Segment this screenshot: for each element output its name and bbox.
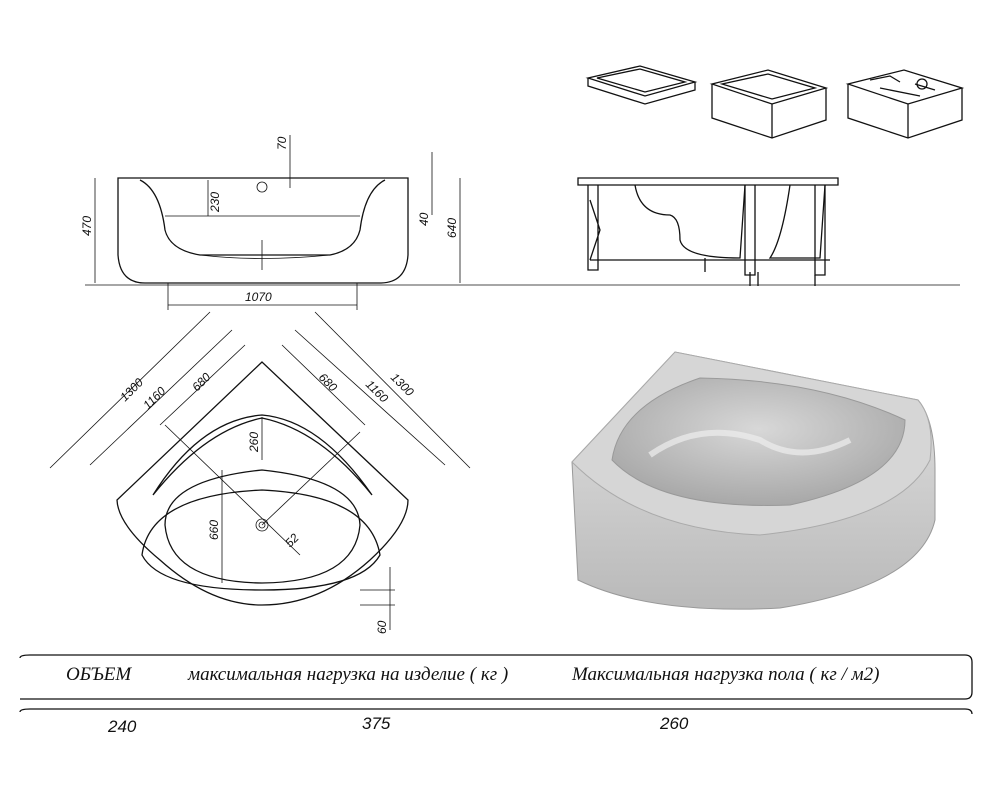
dim-basin: 660 [207, 520, 221, 540]
bathtub-3d-render [571, 351, 936, 610]
dim-seat-depth: 230 [208, 192, 222, 213]
dim-rim: 40 [417, 212, 431, 226]
front-elevation-view: 470 70 230 40 640 1070 [80, 135, 960, 310]
value-max-load-floor: 260 [660, 714, 689, 733]
header-max-load-floor: Максимальная нагрузка пола ( кг / м2) [572, 664, 880, 685]
dim-inner-left: 680 [189, 370, 213, 394]
dim-bottom-width: 1070 [245, 290, 272, 304]
value-volume: 240 [108, 717, 137, 736]
install-variant-frame-icon [845, 69, 965, 139]
value-max-load-product: 375 [362, 714, 391, 733]
dim-top-offset: 70 [275, 136, 289, 150]
dim-outer-right: 1300 [388, 370, 417, 399]
dim-inner-right: 680 [316, 370, 340, 394]
dim-mid-left: 1160 [140, 384, 168, 412]
plan-view: 1300 1160 680 680 1160 1300 260 660 52 6… [49, 311, 471, 634]
dim-front: 60 [375, 620, 389, 634]
dim-height-left: 470 [80, 216, 94, 236]
dim-seat: 260 [247, 432, 261, 453]
header-max-load-product: максимальная нагрузка на изделие ( кг ) [188, 664, 509, 685]
dim-drain: 52 [282, 531, 302, 551]
header-volume: ОБЪЕМ [66, 664, 132, 685]
dim-height-total: 640 [445, 218, 459, 238]
side-view-frame [577, 177, 839, 286]
dim-mid-right: 1160 [363, 377, 391, 405]
specs-table-rules [19, 654, 973, 715]
install-variant-panel-icon [709, 69, 829, 139]
install-variant-drop-in-icon [585, 65, 698, 105]
